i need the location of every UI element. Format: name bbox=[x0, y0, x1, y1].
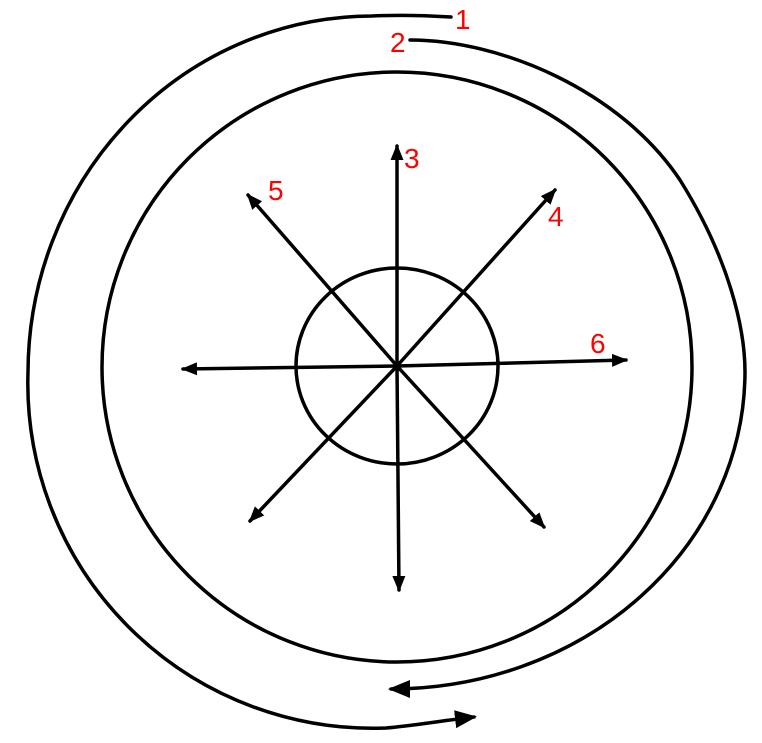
outer-spiral-arc bbox=[26, 13, 477, 730]
arrow-up-left bbox=[246, 193, 399, 368]
arrow-up-right bbox=[395, 188, 557, 368]
label-2: 2 bbox=[390, 27, 406, 58]
label-4: 4 bbox=[548, 201, 564, 232]
arrow-down-left bbox=[248, 364, 399, 523]
label-1: 1 bbox=[455, 4, 471, 35]
arrow-down bbox=[392, 364, 406, 592]
arrow-right bbox=[395, 353, 628, 368]
large-circle bbox=[100, 70, 694, 664]
arrow-left bbox=[181, 362, 399, 376]
label-5: 5 bbox=[268, 175, 284, 206]
label-6: 6 bbox=[590, 328, 606, 359]
label-3: 3 bbox=[404, 143, 420, 174]
arrow-down-right bbox=[395, 364, 546, 529]
inner-spiral-arc bbox=[388, 38, 747, 698]
